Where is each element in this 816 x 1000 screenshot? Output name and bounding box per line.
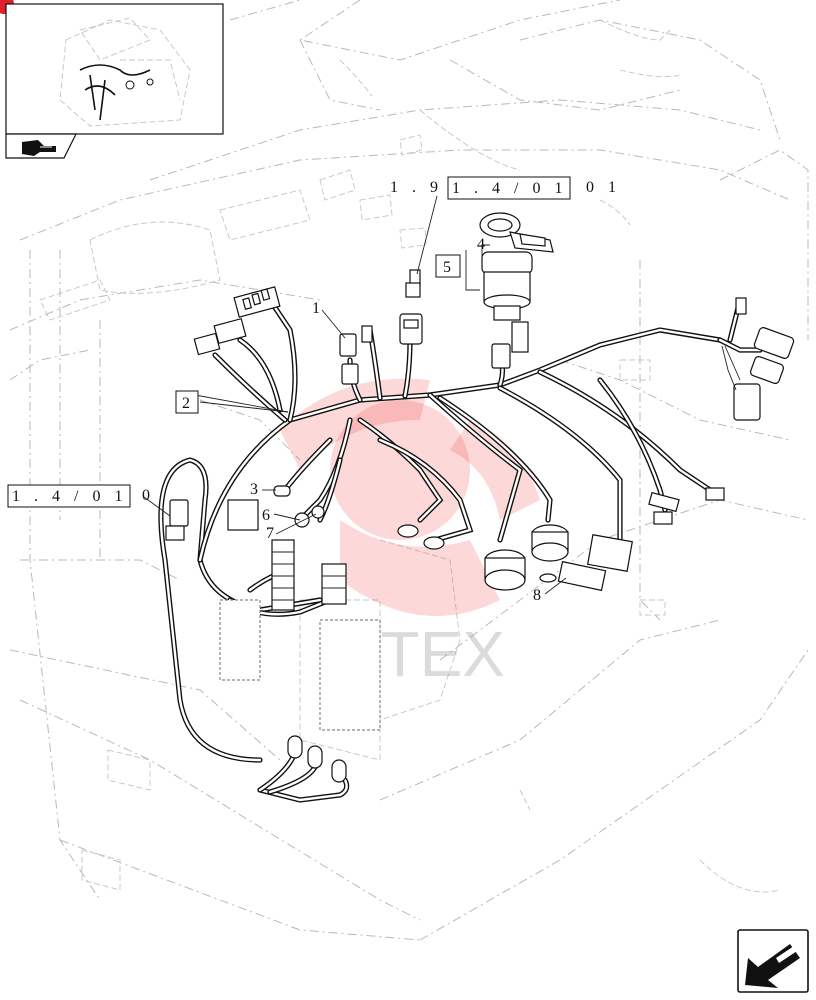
callout-4: 4 <box>477 236 485 253</box>
ref-left-suffix: 0 <box>142 487 155 504</box>
ignition-switch <box>479 212 554 321</box>
callout-3: 3 <box>250 481 258 498</box>
ref-left-box-label: 1 . 4 / 0 1 <box>12 488 127 505</box>
callout-5-box <box>435 254 461 278</box>
callout-8: 8 <box>533 587 541 604</box>
callout-labels: 1 2 3 4 5 6 7 8 <box>175 236 541 604</box>
callout-2: 2 <box>182 395 190 412</box>
callout-6: 6 <box>262 507 270 524</box>
callout-2-box <box>175 390 199 414</box>
tractor-cab-thumbnail-icon <box>59 17 191 127</box>
ref-left-box[interactable] <box>7 484 131 508</box>
cab-background-outline <box>9 0 809 941</box>
ref-top-box[interactable] <box>447 176 571 200</box>
pointing-hand-arrow-icon <box>22 140 56 156</box>
ref-top-box-label: 1 . 4 / 0 1 <box>452 180 567 197</box>
ref-top-prefix: 1 . 9 <box>390 179 443 196</box>
harness-connectors <box>165 212 795 783</box>
callout-leaders <box>143 195 567 595</box>
ref-top-suffix: 0 1 <box>586 179 621 196</box>
callout-7: 7 <box>266 525 274 542</box>
cross-references: 1 . 9 1 . 4 / 0 1 0 1 1 . 4 / 0 1 0 <box>7 176 621 508</box>
next-page-button[interactable] <box>737 929 809 993</box>
callout-5: 5 <box>443 259 451 276</box>
callout-1: 1 <box>312 300 320 317</box>
relay-panel <box>219 499 381 731</box>
next-page-arrow-icon <box>745 944 800 988</box>
fuse-block <box>539 534 633 592</box>
thumbnail-panel[interactable] <box>0 0 224 159</box>
round-connectors <box>484 524 569 591</box>
